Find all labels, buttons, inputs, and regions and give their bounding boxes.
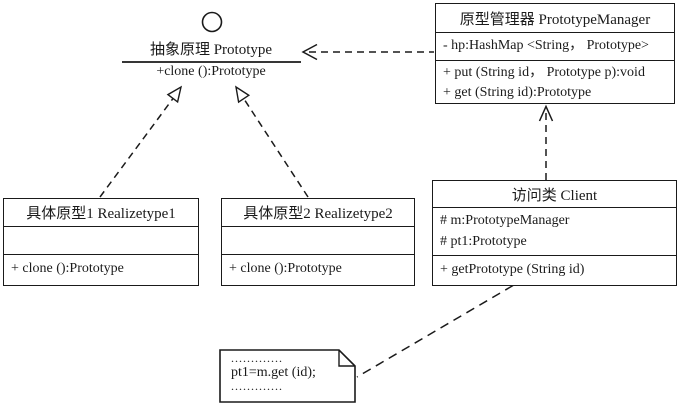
class-method: + clone ():Prototype <box>229 261 342 276</box>
dependency-manager-to-prototype <box>301 43 434 61</box>
methods-section: + clone ():Prototype <box>4 254 198 283</box>
class-box-realizetype1: 具体原型1 Realizetype1 + clone ():Prototype <box>3 198 199 286</box>
class-method: + clone ():Prototype <box>11 261 124 276</box>
attributes-section: # m:PrototypeManager # pt1:Prototype <box>433 207 676 255</box>
attributes-section: - hp:HashMap <String， Prototype> <box>436 32 674 60</box>
note-anchor-line <box>356 284 514 378</box>
note-shape <box>219 349 356 403</box>
realization-realizetype1-to-prototype <box>99 85 183 198</box>
methods-section: + put (String id， Prototype p):void + ge… <box>436 60 674 103</box>
attributes-section-empty <box>4 226 198 254</box>
class-method: + get (String id):Prototype <box>443 85 592 100</box>
realization-realizetype2-to-prototype <box>235 85 309 198</box>
dependency-client-to-manager <box>538 104 554 180</box>
interface-name: 抽象原理 Prototype <box>149 42 273 58</box>
class-box-client: 访问类 Client # m:PrototypeManager # pt1:Pr… <box>432 180 677 286</box>
class-title-realizetype1: 具体原型1 Realizetype1 <box>26 206 176 222</box>
note-ellipsis-line: ............. <box>231 351 283 365</box>
methods-section: + getPrototype (String id) <box>433 255 676 284</box>
class-method: + put (String id， Prototype p):void <box>443 65 645 80</box>
class-title-realizetype2: 具体原型2 Realizetype2 <box>243 206 393 222</box>
class-title-client: 访问类 Client <box>511 187 598 204</box>
class-box-realizetype2: 具体原型2 Realizetype2 + clone ():Prototype <box>221 198 415 286</box>
note-ellipsis-line: ............. <box>231 379 283 393</box>
code-note: ............. pt1=m.get (id); ..........… <box>231 351 349 393</box>
class-method: + getPrototype (String id) <box>440 262 585 277</box>
note-code-line: pt1=m.get (id); <box>231 365 316 380</box>
class-attribute: # pt1:Prototype <box>440 234 527 249</box>
attributes-section-empty <box>222 226 414 254</box>
interface-lollipop-icon <box>201 11 223 33</box>
methods-section: + clone ():Prototype <box>222 254 414 283</box>
class-box-prototype-manager: 原型管理器 PrototypeManager - hp:HashMap <Str… <box>435 3 675 104</box>
interface-method: +clone ():Prototype <box>156 64 266 79</box>
class-attribute: - hp:HashMap <String， Prototype> <box>443 38 649 53</box>
class-attribute: # m:PrototypeManager <box>440 213 570 228</box>
class-title-prototype-manager: 原型管理器 PrototypeManager <box>459 11 651 28</box>
